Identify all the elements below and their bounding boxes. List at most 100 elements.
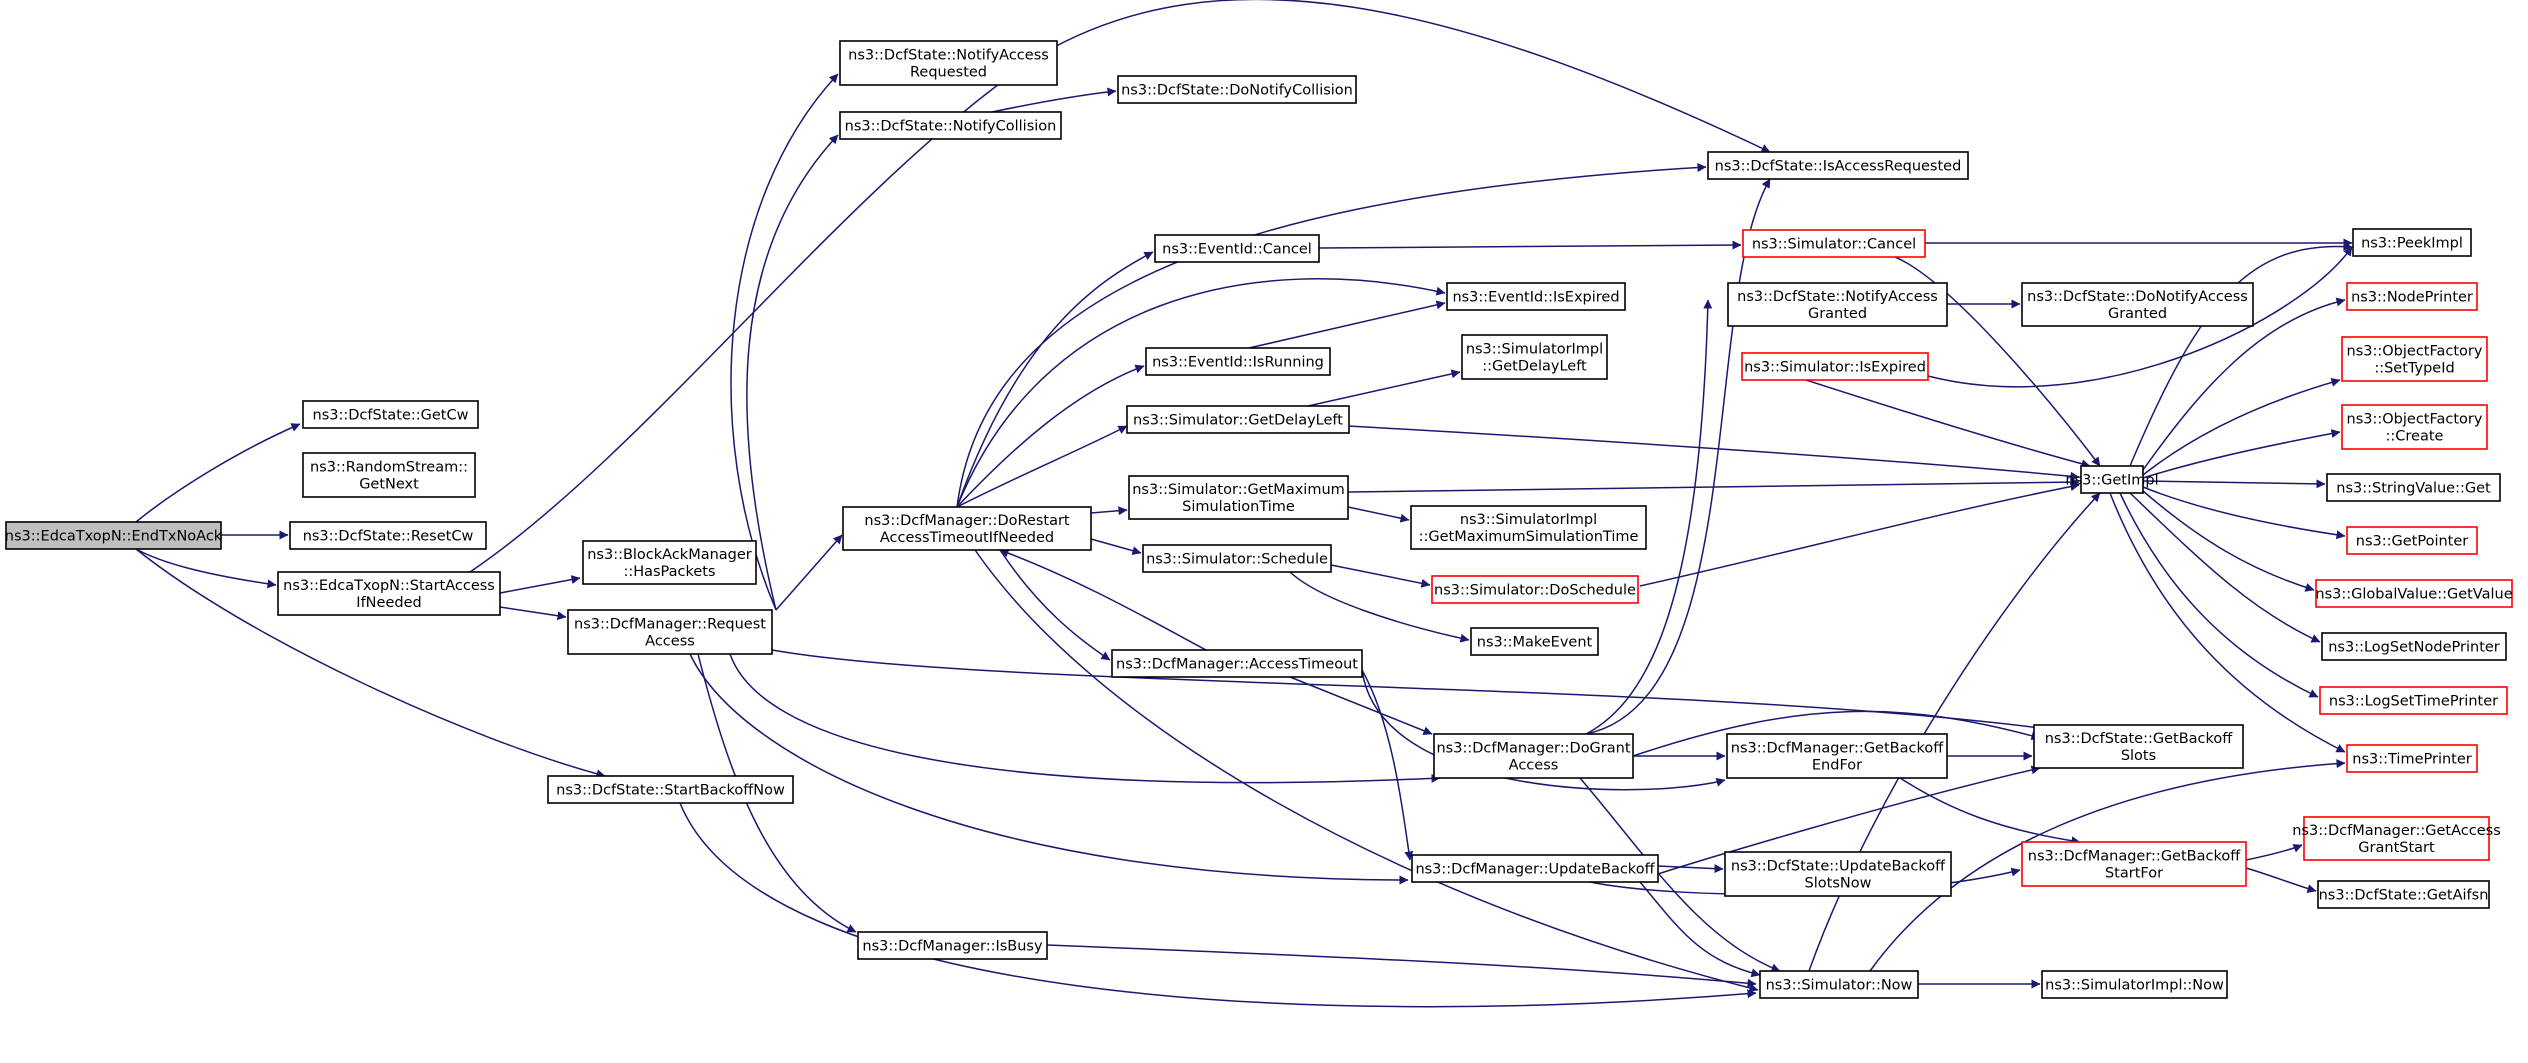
node-box[interactable]	[2303, 816, 2490, 861]
node-isbusy[interactable]: ns3::DcfManager::IsBusy	[857, 931, 1048, 960]
node-box[interactable]	[302, 452, 476, 498]
node-box[interactable]	[2346, 744, 2478, 773]
node-donotifycollision[interactable]: ns3::DcfState::DoNotifyCollision	[1117, 75, 1357, 104]
node-box[interactable]	[1117, 75, 1357, 104]
node-box[interactable]	[582, 540, 757, 585]
node-sim_cancel[interactable]: ns3::Simulator::Cancel	[1742, 229, 1926, 258]
node-box[interactable]	[2033, 724, 2244, 769]
node-bam_haspackets[interactable]: ns3::BlockAckManager::HasPackets	[582, 540, 757, 585]
node-box[interactable]	[2346, 282, 2478, 311]
node-isaccessreq[interactable]: ns3::DcfState::IsAccessRequested	[1707, 151, 1969, 180]
node-sim_now[interactable]: ns3::Simulator::Now	[1759, 970, 1919, 999]
node-rs_getnext[interactable]: ns3::RandomStream::GetNext	[302, 452, 476, 498]
node-logsettimeprinter[interactable]: ns3::LogSetTimePrinter	[2319, 686, 2508, 715]
node-simimpl_now[interactable]: ns3::SimulatorImpl::Now	[2041, 970, 2228, 999]
node-box[interactable]	[1410, 505, 1647, 550]
node-sim_schedule[interactable]: ns3::Simulator::Schedule	[1142, 544, 1332, 573]
node-dorestart[interactable]: ns3::DcfManager::DoRestartAccessTimeoutI…	[842, 506, 1092, 551]
node-box[interactable]	[1433, 733, 1634, 779]
node-box[interactable]	[1111, 649, 1363, 678]
node-sim_getdelayleft[interactable]: ns3::Simulator::GetDelayLeft	[1126, 405, 1350, 434]
node-makeevent[interactable]: ns3::MakeEvent	[1470, 627, 1599, 656]
node-box[interactable]	[1154, 234, 1320, 263]
node-eid_isrunning[interactable]: ns3::EventId::IsRunning	[1145, 347, 1331, 376]
node-box[interactable]	[2021, 841, 2247, 887]
node-box[interactable]	[842, 506, 1092, 551]
node-box[interactable]	[1411, 854, 1659, 883]
node-box[interactable]	[2317, 880, 2490, 909]
node-box[interactable]	[2346, 526, 2478, 555]
node-box[interactable]	[1727, 282, 1948, 327]
node-box[interactable]	[2319, 686, 2508, 715]
node-stringvalue_get[interactable]: ns3::StringValue::Get	[2326, 473, 2501, 502]
node-box[interactable]	[857, 931, 1048, 960]
node-si_getmaxsim[interactable]: ns3::SimulatorImpl::GetMaximumSimulation…	[1410, 505, 1647, 550]
node-box[interactable]	[2315, 579, 2513, 608]
node-box[interactable]	[302, 400, 479, 429]
node-getpointer[interactable]: ns3::GetPointer	[2346, 526, 2478, 555]
node-box[interactable]	[2326, 473, 2501, 502]
node-box[interactable]	[1726, 733, 1948, 779]
node-box[interactable]	[2341, 404, 2488, 450]
node-accesstimeout[interactable]: ns3::DcfManager::AccessTimeout	[1111, 649, 1363, 678]
node-box[interactable]	[1724, 851, 1952, 897]
node-box[interactable]	[289, 521, 487, 550]
node-box[interactable]	[1741, 352, 1929, 381]
node-box[interactable]	[2341, 336, 2488, 382]
node-box[interactable]	[1446, 282, 1626, 311]
node-notifycollision[interactable]: ns3::DcfState::NotifyCollision	[839, 111, 1062, 140]
node-box[interactable]	[1707, 151, 1969, 180]
node-box[interactable]	[839, 111, 1062, 140]
node-box[interactable]	[1431, 575, 1639, 604]
node-box[interactable]	[1128, 475, 1349, 520]
node-box[interactable]	[2041, 970, 2228, 999]
node-endtxnoack[interactable]: ns3::EdcaTxopN::EndTxNoAck	[5, 521, 223, 550]
node-nodeprinter[interactable]: ns3::NodePrinter	[2346, 282, 2478, 311]
node-getimpl[interactable]: ns3::GetImpl	[2065, 465, 2159, 494]
node-getaifsn[interactable]: ns3::DcfState::GetAifsn	[2317, 880, 2490, 909]
node-box[interactable]	[2321, 632, 2507, 661]
node-of_create[interactable]: ns3::ObjectFactory::Create	[2341, 404, 2488, 450]
node-globalvalue_getvalue[interactable]: ns3::GlobalValue::GetValue	[2315, 579, 2513, 608]
node-sim_isexpired[interactable]: ns3::Simulator::IsExpired	[1741, 352, 1929, 381]
node-box[interactable]	[277, 571, 501, 616]
node-box[interactable]	[2080, 465, 2144, 494]
node-of_settypeid[interactable]: ns3::ObjectFactory::SetTypeId	[2341, 336, 2488, 382]
node-box[interactable]	[1142, 544, 1332, 573]
node-sim_doschedule[interactable]: ns3::Simulator::DoSchedule	[1431, 575, 1639, 604]
node-getcw[interactable]: ns3::DcfState::GetCw	[302, 400, 479, 429]
node-box[interactable]	[5, 521, 222, 550]
node-box[interactable]	[839, 40, 1058, 86]
node-startbackoffnow[interactable]: ns3::DcfState::StartBackoffNow	[547, 775, 794, 804]
node-eid_cancel[interactable]: ns3::EventId::Cancel	[1154, 234, 1320, 263]
node-box[interactable]	[1759, 970, 1919, 999]
node-resetcw[interactable]: ns3::DcfState::ResetCw	[289, 521, 487, 550]
node-updatebackoff[interactable]: ns3::DcfManager::UpdateBackoff	[1411, 854, 1659, 883]
node-timeprinter[interactable]: ns3::TimePrinter	[2346, 744, 2478, 773]
node-box[interactable]	[567, 609, 773, 655]
node-box[interactable]	[547, 775, 794, 804]
node-box[interactable]	[1145, 347, 1331, 376]
node-box[interactable]	[1742, 229, 1926, 258]
node-logsetnodeprinter[interactable]: ns3::LogSetNodePrinter	[2321, 632, 2507, 661]
node-box[interactable]	[1126, 405, 1350, 434]
node-box[interactable]	[2021, 282, 2254, 327]
node-peekimpl[interactable]: ns3::PeekImpl	[2352, 228, 2472, 257]
node-eid_isexpired[interactable]: ns3::EventId::IsExpired	[1446, 282, 1626, 311]
node-sim_getmaxsim[interactable]: ns3::Simulator::GetMaximumSimulationTime	[1128, 475, 1349, 520]
node-box[interactable]	[2352, 228, 2472, 257]
node-box[interactable]	[1470, 627, 1599, 656]
node-box[interactable]	[1461, 334, 1608, 380]
node-si_getdelayleft[interactable]: ns3::SimulatorImpl::GetDelayLeft	[1461, 334, 1608, 380]
